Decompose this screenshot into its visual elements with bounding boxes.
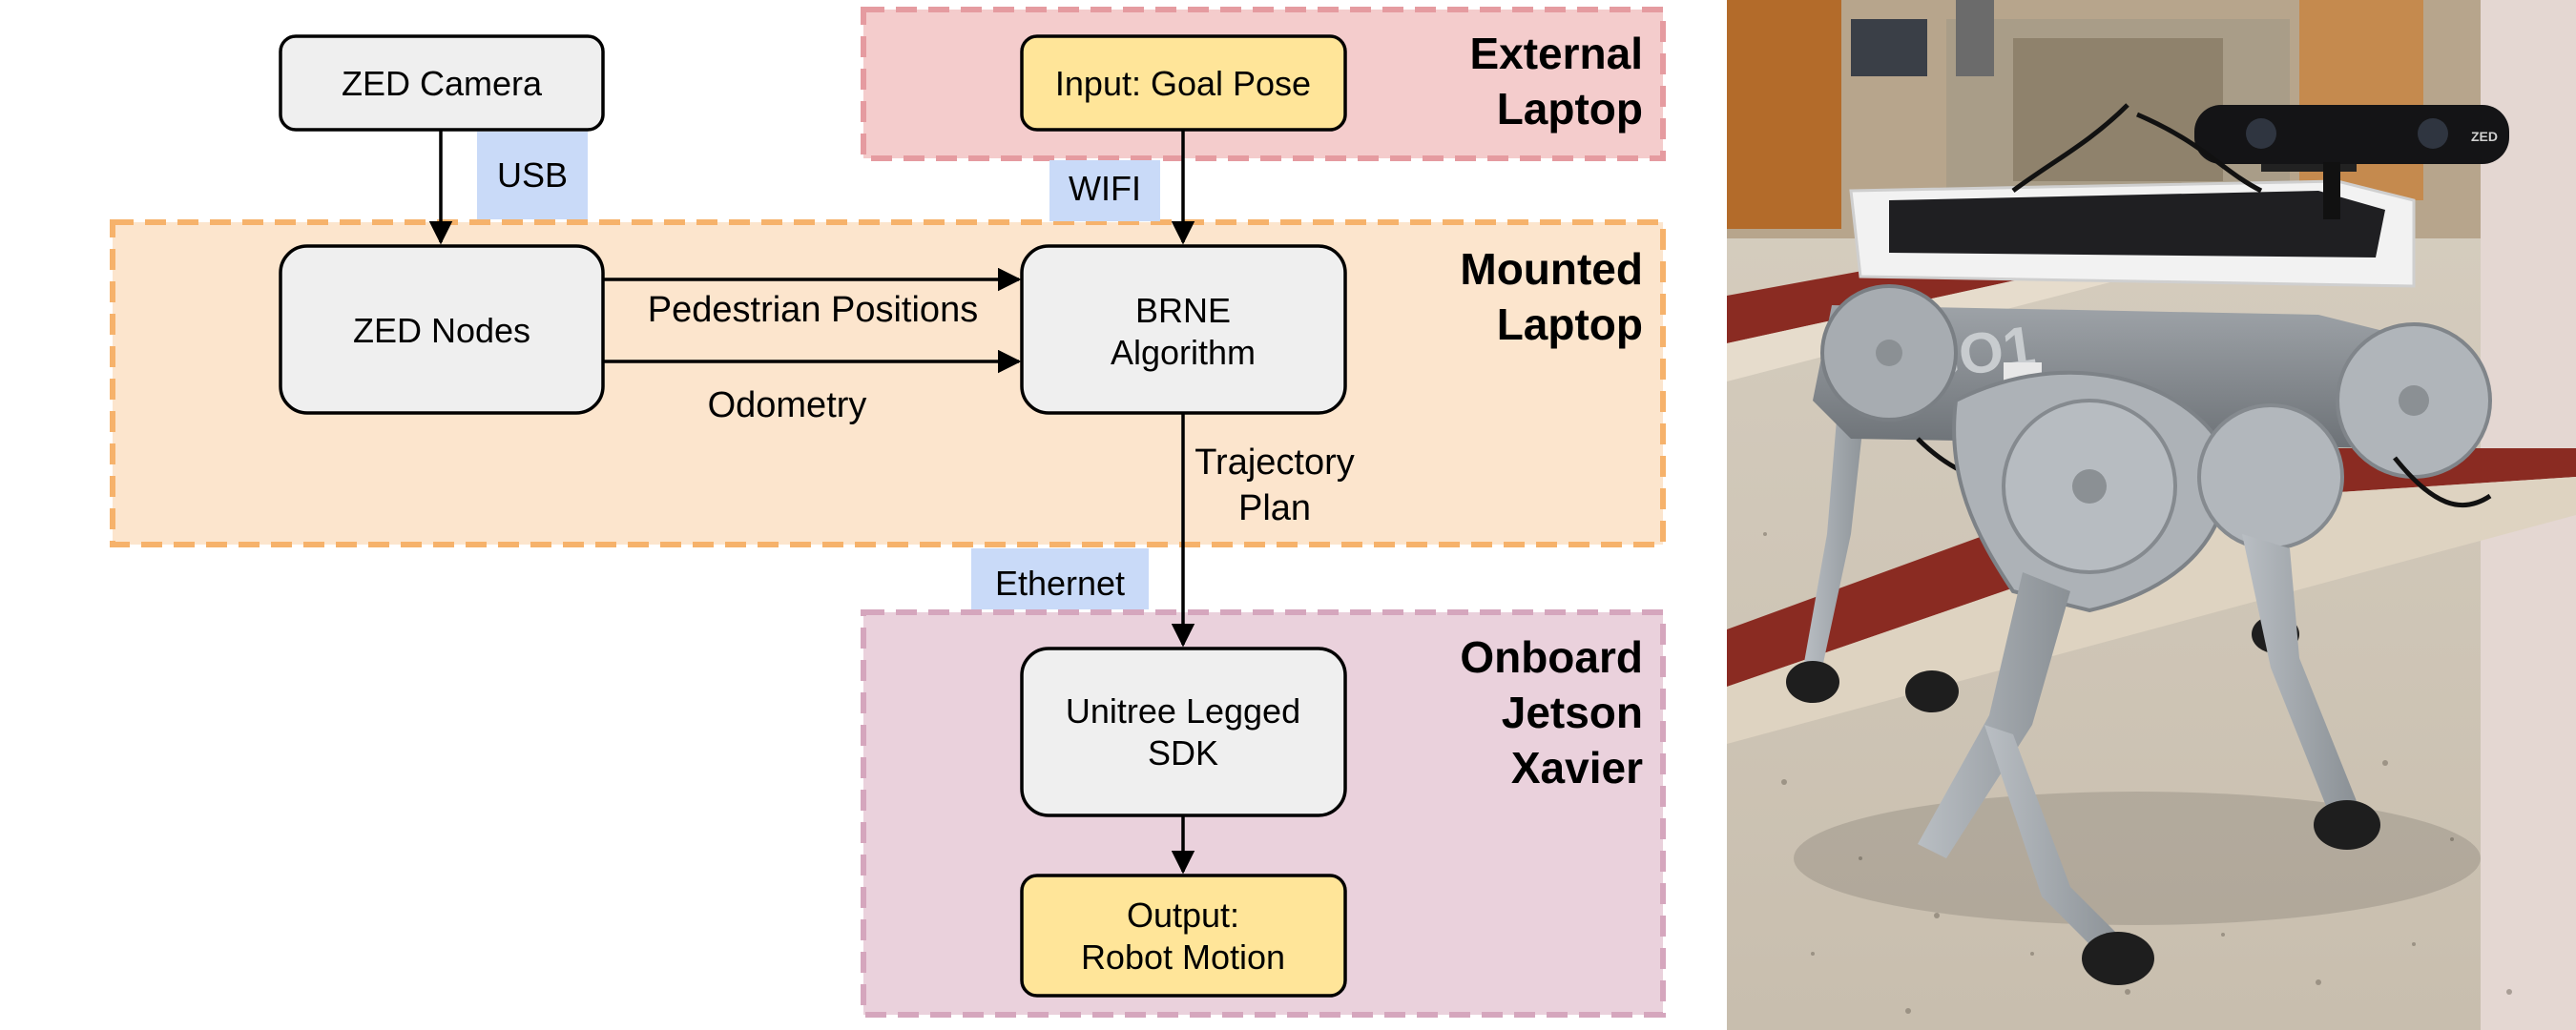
output-label-line2: Robot Motion — [1081, 937, 1285, 977]
front-right-foot — [2314, 800, 2380, 850]
floor-speckles — [1763, 532, 2512, 1014]
system-diagram: External Laptop Mounted Laptop Onboard J… — [110, 7, 1666, 1018]
brne-label-line1: BRNE — [1135, 291, 1231, 330]
usb-label-text: USB — [497, 155, 568, 195]
robot-motion-output-node: Output: Robot Motion — [1020, 874, 1347, 998]
zed-camera-label: ZED Camera — [342, 64, 543, 103]
zed-logo-text: ZED — [2471, 129, 2498, 144]
zed-camera-node: ZED Camera — [279, 34, 605, 132]
mounted-laptop-title-line1: Mounted — [1460, 244, 1643, 294]
unitree-label-line1: Unitree Legged — [1066, 691, 1300, 731]
external-laptop-region: External Laptop — [861, 7, 1666, 161]
trajectory-plan-label-line2: Plan — [1238, 488, 1311, 528]
onboard-jetson-title-line2: Jetson — [1502, 688, 1643, 737]
external-laptop-title-line2: Laptop — [1497, 84, 1643, 134]
goal-pose-node: Input: Goal Pose — [1020, 34, 1347, 132]
ethernet-label: Ethernet — [971, 548, 1149, 609]
wifi-label-text: WIFI — [1069, 169, 1141, 208]
mounted-laptop-title-line2: Laptop — [1497, 299, 1643, 349]
odometry-label: Odometry — [708, 385, 867, 425]
front-left-foot — [2082, 932, 2154, 985]
unitree-label-line2: SDK — [1148, 733, 1218, 772]
ethernet-label-text: Ethernet — [995, 564, 1125, 603]
robot-front-hip — [1952, 370, 2344, 613]
onboard-jetson-title-line3: Xavier — [1511, 743, 1643, 793]
zed-nodes-label: ZED Nodes — [353, 311, 530, 350]
robot-front-legs — [1905, 534, 2380, 985]
onboard-jetson-title-line1: Onboard — [1460, 632, 1643, 682]
brne-algorithm-node: BRNE Algorithm — [1020, 244, 1347, 415]
usb-label: USB — [477, 132, 588, 219]
trajectory-plan-label-line1: Trajectory — [1195, 443, 1355, 483]
zed-nodes-node: ZED Nodes — [279, 244, 605, 415]
pedestrian-positions-label: Pedestrian Positions — [648, 290, 978, 330]
robot-photo: GO1 ZED — [1727, 0, 2576, 1030]
unitree-sdk-node: Unitree Legged SDK — [1020, 647, 1347, 817]
wifi-label: WIFI — [1049, 160, 1160, 221]
goal-pose-label: Input: Goal Pose — [1055, 64, 1311, 103]
zed-camera-photo: ZED — [2194, 105, 2509, 219]
robot-shadow — [1794, 792, 2481, 925]
output-label-line1: Output: — [1127, 896, 1239, 935]
brne-label-line2: Algorithm — [1111, 333, 1256, 372]
external-laptop-title-line1: External — [1469, 29, 1643, 78]
cables — [1916, 103, 2492, 508]
